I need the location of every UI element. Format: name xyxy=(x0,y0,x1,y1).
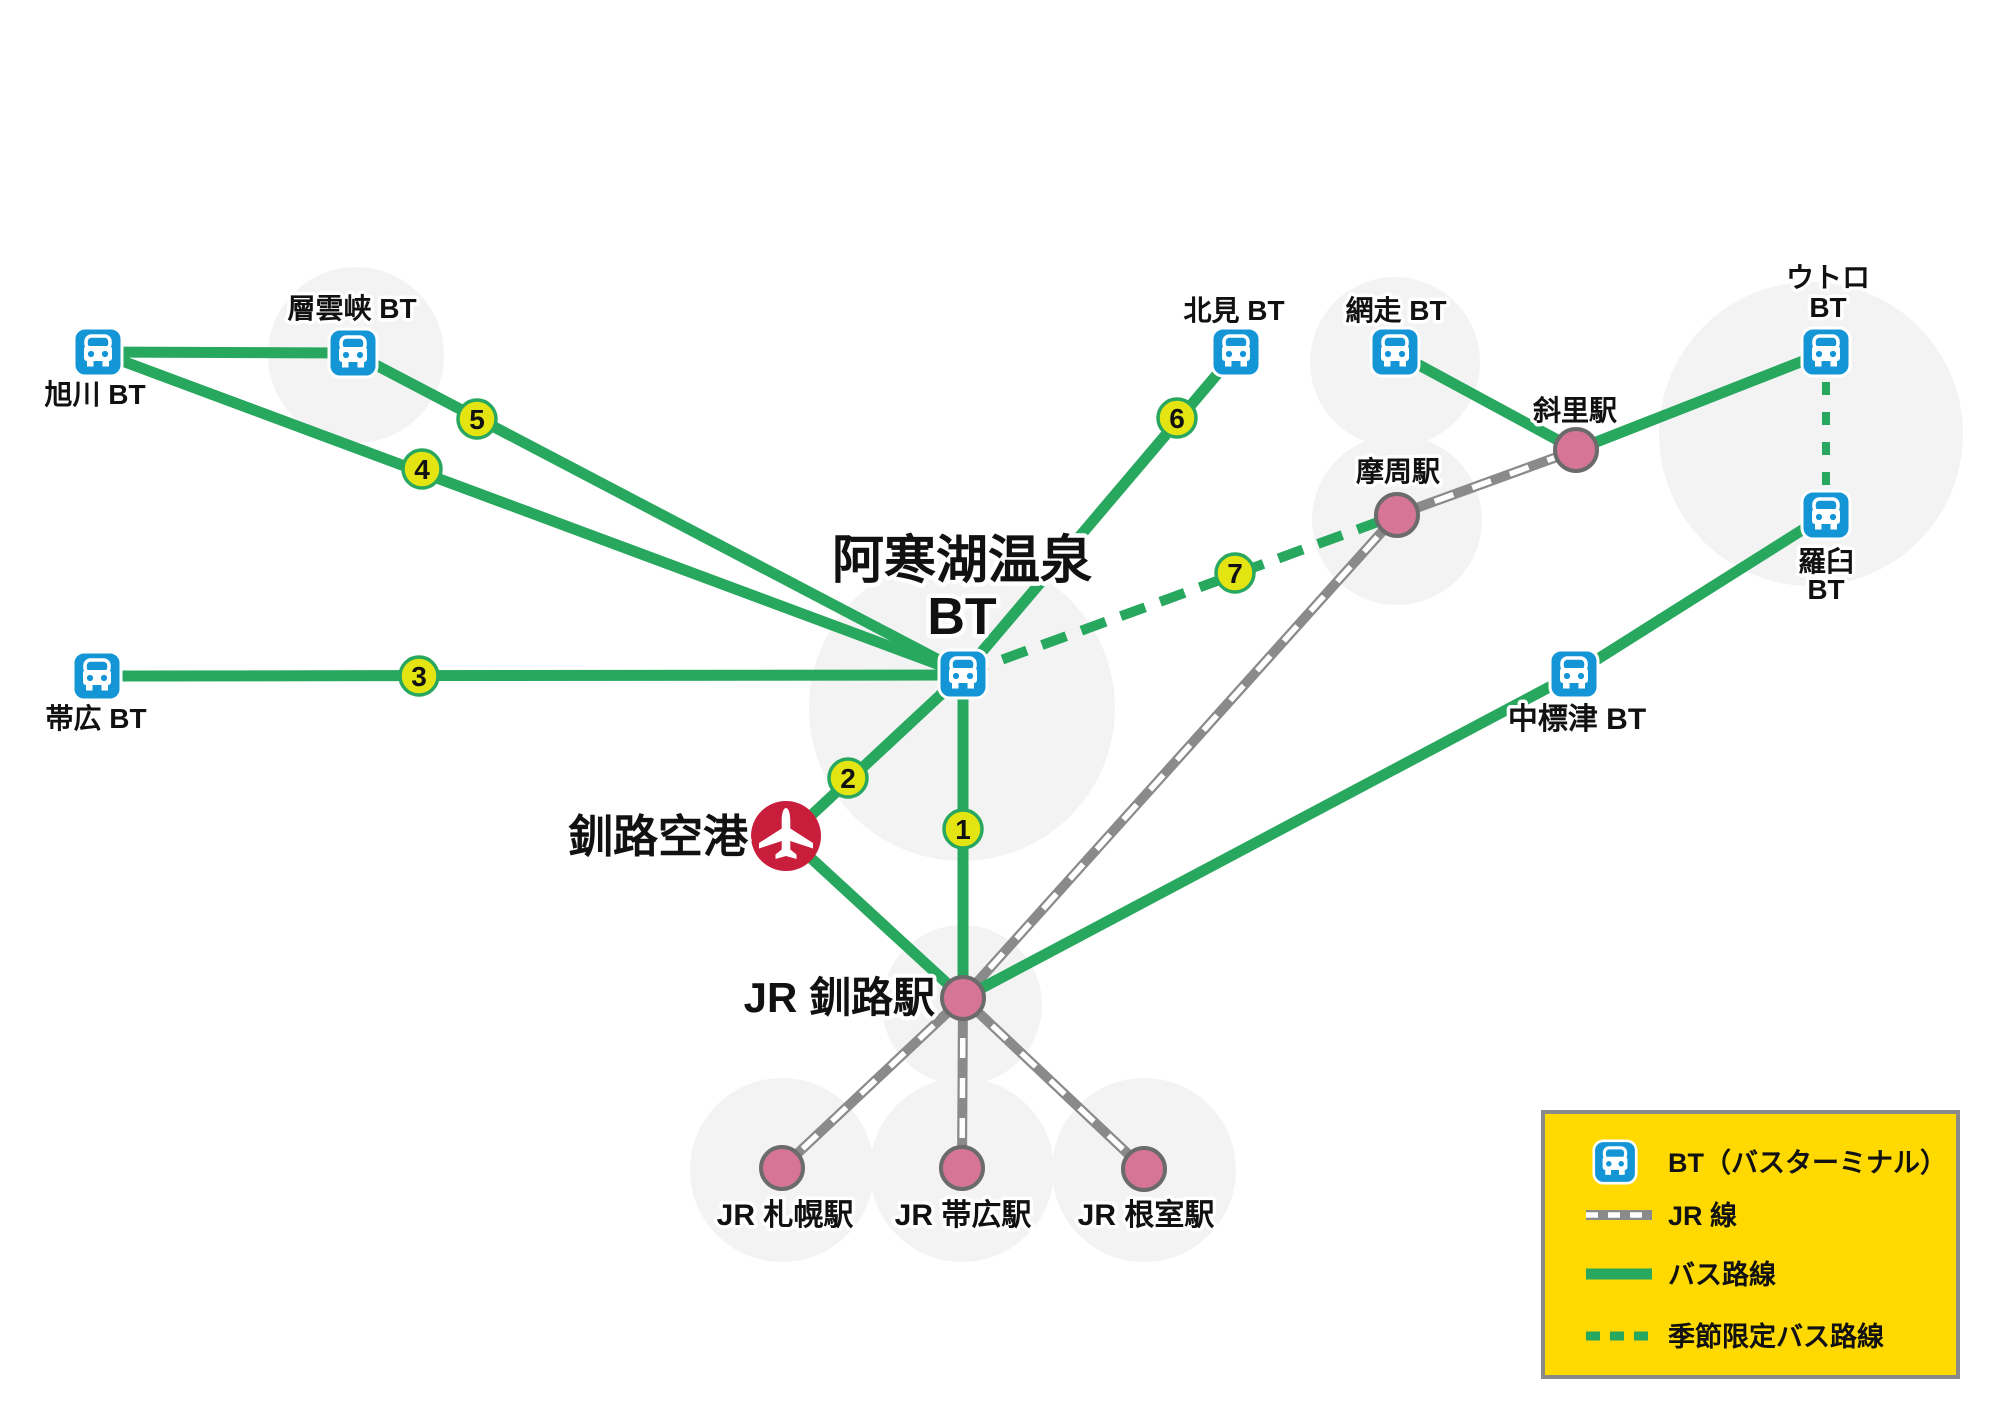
bus-terminal-icon-obihiro xyxy=(71,650,123,702)
bg-circle-utoro-rausu xyxy=(1659,282,1963,586)
station-labels: 旭川 BT 層雲峡 BT 帯広 BT 阿寒湖温泉 BT 釧路空港 JR 釧路駅 … xyxy=(41,259,1874,1236)
airport-icon xyxy=(751,801,821,871)
bus-terminal-icon-utoro xyxy=(1800,326,1852,378)
jr-line-kushiro-sapporo xyxy=(778,994,967,1172)
station-label-nakashibetsu-bt: 中標津 BT xyxy=(1508,703,1646,736)
jr-line-kushiro-mashu xyxy=(959,511,1401,1002)
seasonal-route-akanko-mashu xyxy=(961,510,1399,679)
legend-bus-terminal-icon xyxy=(1592,1139,1638,1185)
station-label-jr-obihiro: JR 帯広駅 xyxy=(895,1199,1032,1232)
station-label-mashu: 摩周駅 xyxy=(1356,455,1440,487)
legend-label-bus-line: バス路線 xyxy=(1668,1259,1776,1290)
bus-terminal-icon-abashiri xyxy=(1369,326,1421,378)
station-nodes xyxy=(759,427,1599,1192)
route-badge-5-number: 5 xyxy=(469,404,485,435)
station-label-abashiri-bt: 網走 BT xyxy=(1345,295,1446,326)
station-label-utoro-line1: ウトロ xyxy=(1786,262,1870,293)
bus-route-asahikawa-akanko xyxy=(92,346,962,677)
route-badge-6-number: 6 xyxy=(1169,403,1185,434)
node-jr-kushiro xyxy=(940,975,986,1021)
bus-route-obihiro-akanko xyxy=(91,669,966,682)
node-mashu xyxy=(1374,492,1420,538)
bus-route-shari-utoro xyxy=(1570,346,1832,456)
route-badge-1: 1 xyxy=(942,808,984,850)
station-label-rausu-line2: BT xyxy=(1807,574,1844,605)
node-shari xyxy=(1553,427,1599,473)
station-label-jr-kushiro: JR 釧路駅 xyxy=(744,974,935,1021)
station-label-sounkyo-bt: 層雲峡 BT xyxy=(287,293,416,324)
station-label-shari: 斜里駅 xyxy=(1533,395,1617,426)
station-label-jr-nemuro: JR 根室駅 xyxy=(1078,1198,1215,1232)
station-label-obihiro-bt: 帯広 BT xyxy=(45,703,146,734)
station-label-kushiro-airport: 釧路空港 xyxy=(568,811,749,862)
bus-route-akanko-airport xyxy=(782,668,969,843)
station-label-kitami-bt: 北見 BT xyxy=(1183,295,1284,326)
station-label-akanko-onsen-line1: 阿寒湖温泉 xyxy=(832,532,1092,590)
bus-route-airport-kushiro xyxy=(782,831,969,1004)
route-badge-4-number: 4 xyxy=(414,454,430,485)
bus-terminal-icon-rausu xyxy=(1800,489,1852,541)
station-label-jr-sapporo: JR 札幌駅 xyxy=(717,1199,854,1232)
bus-route-asahikawa-sounkyo xyxy=(92,346,359,359)
route-badge-3-number: 3 xyxy=(411,661,427,692)
route-badge-1-number: 1 xyxy=(955,814,971,845)
route-badge-4: 4 xyxy=(401,448,443,490)
bus-terminal-icon-sounkyo xyxy=(327,327,379,379)
bus-route-nakashibetsu-rausu xyxy=(1568,509,1832,680)
route-badges: 1 2 3 4 5 6 7 xyxy=(398,397,1256,850)
bus-terminal-icon-akanko xyxy=(937,648,989,700)
bus-terminal-icon-asahikawa xyxy=(72,326,124,378)
jr-line-kushiro-obihiro xyxy=(957,997,968,1169)
station-label-akanko-onsen-line2: BT xyxy=(927,588,997,646)
station-label-asahikawa-bt: 旭川 BT xyxy=(44,379,145,410)
route-badge-7-number: 7 xyxy=(1227,558,1243,589)
seasonal-bus-lines xyxy=(961,352,1830,679)
bus-terminal-icon-kitami xyxy=(1210,326,1262,378)
legend-label-jr-line: JR 線 xyxy=(1668,1200,1737,1231)
jr-line-kushiro-nemuro xyxy=(959,994,1148,1173)
legend: BT（バスターミナル） JR 線 バス路線 季節限定バス路線 xyxy=(1541,1110,1960,1379)
route-badge-6: 6 xyxy=(1156,397,1198,439)
station-label-utoro-line2: BT xyxy=(1809,292,1846,323)
route-badge-3: 3 xyxy=(398,655,440,697)
jr-lines xyxy=(778,445,1578,1173)
bus-route-abashiri-shari xyxy=(1389,346,1582,456)
route-badge-7: 7 xyxy=(1214,552,1256,594)
node-jr-obihiro xyxy=(939,1145,985,1191)
route-badge-2-number: 2 xyxy=(840,763,856,794)
node-jr-sapporo xyxy=(759,1145,805,1191)
bus-route-kushiro-nakashibetsu xyxy=(957,668,1580,1004)
bus-route-sounkyo-akanko xyxy=(347,347,962,675)
jr-line-mashu-shari xyxy=(1395,445,1578,520)
route-badge-2: 2 xyxy=(827,757,869,799)
station-label-rausu-line1: 羅臼 xyxy=(1798,546,1854,577)
legend-label-seasonal-bus-line: 季節限定バス路線 xyxy=(1668,1321,1884,1352)
legend-label-bt: BT（バスターミナル） xyxy=(1668,1148,1947,1178)
node-jr-nemuro xyxy=(1121,1146,1167,1192)
route-badge-5: 5 xyxy=(456,398,498,440)
bus-terminal-icon-nakashibetsu xyxy=(1548,648,1600,700)
bus-lines xyxy=(91,346,1832,1004)
